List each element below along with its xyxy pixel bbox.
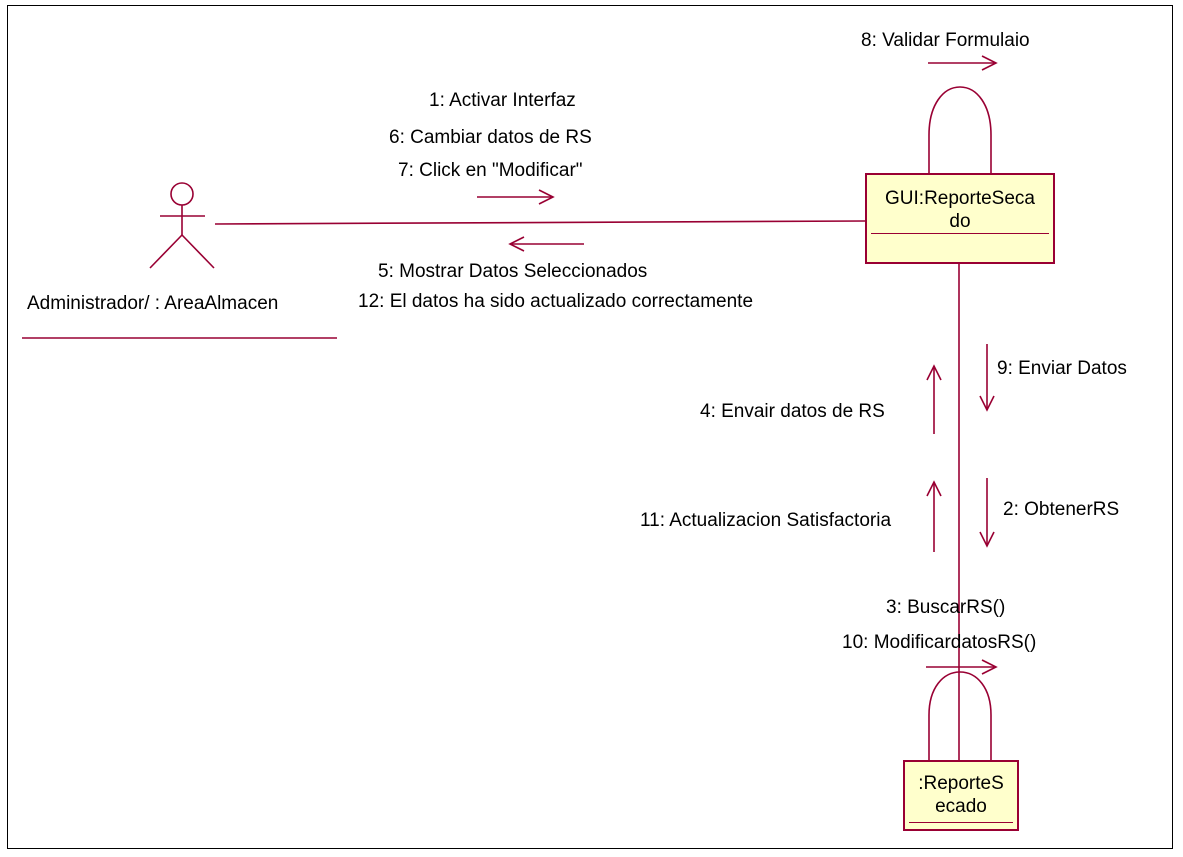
object-name-underline	[909, 822, 1013, 823]
message-label-2: 2: ObtenerRS	[1003, 499, 1120, 520]
entity-self-loop	[928, 671, 992, 760]
message-label-5: 5: Mostrar Datos Seleccionados	[378, 261, 648, 282]
message-label-3: 3: BuscarRS()	[886, 597, 1006, 618]
object-name-underline	[871, 233, 1049, 234]
actor-name: Administrador/ : AreaAlmacen	[27, 293, 279, 314]
message-label-4: 4: Envair datos de RS	[700, 401, 885, 422]
msg-arrow-9	[979, 344, 995, 412]
object-reporte-secado[interactable]: :ReporteS ecado	[903, 760, 1019, 831]
message-label-7: 7: Click en "Modificar"	[398, 160, 583, 181]
object-gui-reporte-secado[interactable]: GUI:ReporteSeca do	[865, 173, 1055, 264]
message-label-9: 9: Enviar Datos	[997, 358, 1127, 379]
msg-arrow-3-10	[926, 659, 998, 675]
msg-arrow-2	[979, 478, 995, 548]
link-actor-gui	[214, 220, 866, 225]
object-name-line2: do	[949, 211, 971, 232]
msg-arrow-4	[926, 364, 942, 434]
message-label-8: 8: Validar Formulaio	[861, 30, 1030, 51]
msg-arrow-11	[926, 480, 942, 552]
actor-figure-icon	[149, 182, 215, 269]
msg-arrow-8	[928, 55, 998, 71]
message-label-12: 12: El datos ha sido actualizado correct…	[358, 291, 754, 312]
object-name-line1: GUI:ReporteSeca	[885, 188, 1035, 209]
diagram-frame	[7, 5, 1173, 849]
message-label-1: 1: Activar Interfaz	[429, 90, 576, 111]
message-label-10: 10: ModificardatosRS()	[842, 632, 1037, 653]
message-label-6: 6: Cambiar datos de RS	[389, 127, 592, 148]
message-label-11: 11: Actualizacion Satisfactoria	[640, 510, 892, 531]
msg-arrow-1-6-7	[477, 189, 555, 205]
gui-self-loop	[928, 86, 992, 173]
msg-arrow-5-12	[508, 236, 584, 252]
object-name-line1: :ReporteS	[918, 773, 1004, 794]
object-name-line2: ecado	[935, 796, 987, 817]
